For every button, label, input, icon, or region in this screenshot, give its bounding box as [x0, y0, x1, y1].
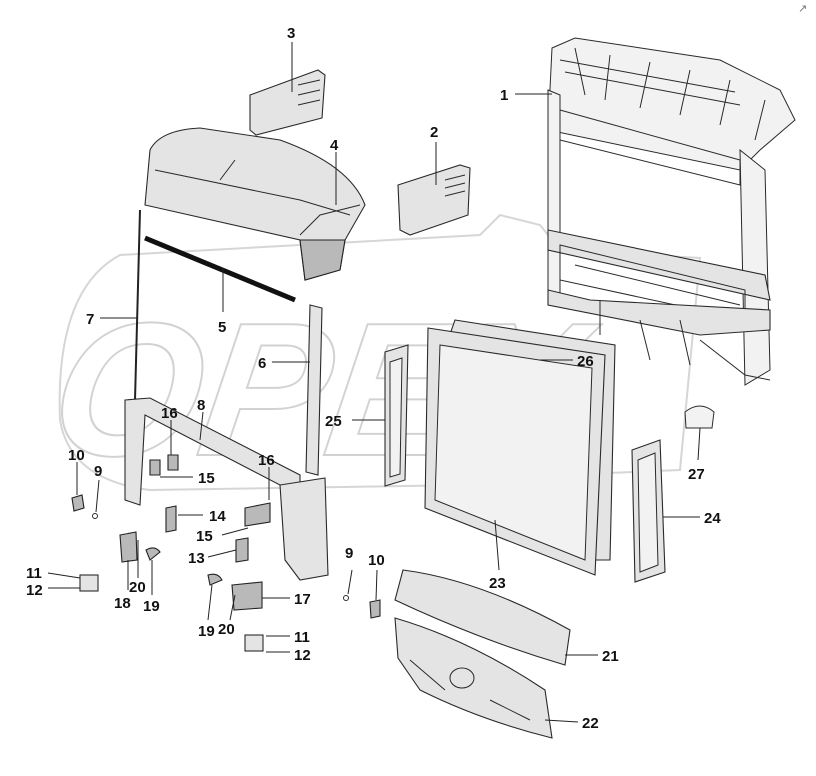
callout-25: 25 [325, 413, 342, 430]
callout-11a: 11 [26, 565, 42, 582]
callout-5: 5 [218, 319, 226, 336]
callout-21: 21 [602, 648, 619, 665]
callout-12a: 12 [26, 582, 43, 599]
callout-16a: 16 [161, 405, 178, 422]
part-25-left-panel [384, 344, 409, 487]
part-2-side-panel [397, 164, 471, 236]
callout-20b: 20 [218, 621, 235, 638]
callout-1: 1 [500, 87, 508, 104]
part-3-roof-panel [249, 69, 326, 136]
callout-10a: 10 [68, 447, 85, 464]
callout-16b: 16 [258, 452, 275, 469]
callout-3: 3 [287, 25, 295, 42]
part-27-small-seal [684, 405, 715, 429]
callout-19a: 19 [143, 598, 160, 615]
callout-20a: 20 [129, 579, 146, 596]
part-4-roof-fairing [144, 127, 366, 281]
callout-22: 22 [582, 715, 599, 732]
part-24-right-panel [631, 439, 666, 583]
callout-9a: 9 [94, 463, 102, 480]
hardware-parts [71, 454, 381, 652]
callout-14: 14 [209, 508, 226, 525]
callout-labels: 1 2 3 4 5 6 7 8 9 9 10 10 11 11 12 12 13… [26, 25, 721, 732]
leader-lines [47, 42, 701, 723]
callout-19b: 19 [198, 623, 215, 640]
part-23-windscreen [424, 327, 606, 576]
callout-6: 6 [258, 355, 266, 372]
callout-10b: 10 [368, 552, 385, 569]
callout-13: 13 [188, 550, 205, 567]
callout-8: 8 [197, 397, 205, 414]
callout-4: 4 [330, 137, 339, 154]
callout-9b: 9 [345, 545, 353, 562]
callout-17: 17 [294, 591, 311, 608]
callout-2: 2 [430, 124, 438, 141]
part-6-pillar-strip [305, 304, 323, 476]
part-5-seal-strip [144, 235, 296, 303]
part-1-cab-frame [547, 37, 796, 386]
part-22-bumper-grille [394, 617, 553, 739]
callout-18: 18 [114, 595, 131, 612]
callout-15a: 15 [198, 470, 215, 487]
part-7-side-edge [134, 209, 141, 401]
callout-11b: 11 [294, 629, 310, 646]
callout-26: 26 [577, 353, 594, 370]
part-21-lower-panel [394, 569, 571, 666]
callout-12b: 12 [294, 647, 311, 664]
callout-27: 27 [688, 466, 705, 483]
corner-mark: ↗ [798, 2, 807, 15]
part-8-front-frame [124, 397, 329, 581]
callout-7: 7 [86, 311, 94, 328]
callout-24: 24 [704, 510, 721, 527]
callout-15b: 15 [196, 528, 213, 545]
callout-23: 23 [489, 575, 506, 592]
